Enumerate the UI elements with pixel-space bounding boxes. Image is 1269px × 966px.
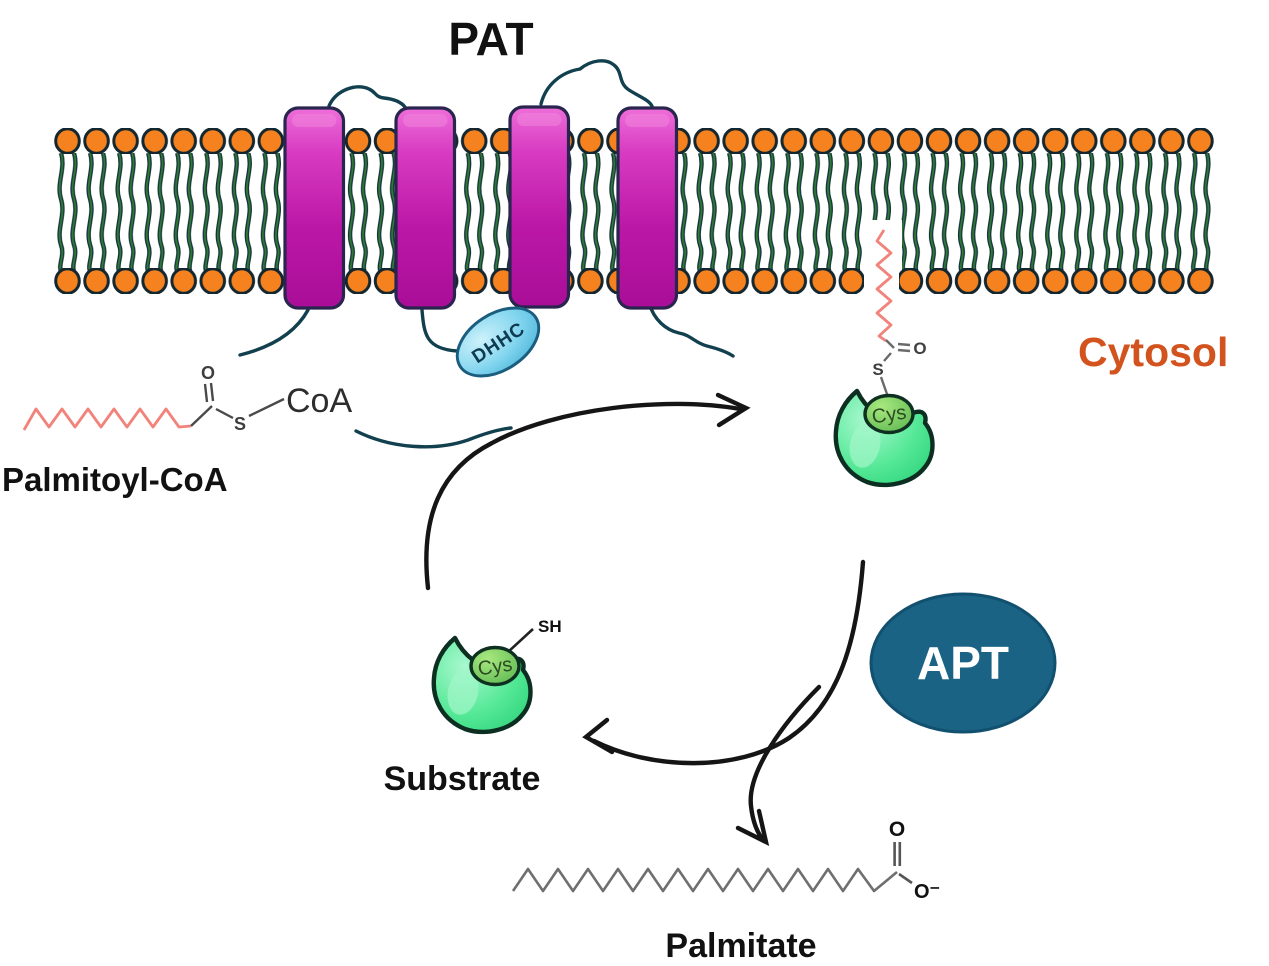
tm-helix-3 [508, 105, 571, 309]
pat-cytosolic-loop [354, 426, 513, 449]
palmitoylation-arrowhead [715, 392, 751, 428]
palmitoyl-coa-structure: O S CoA Palmitoyl-CoA [2, 363, 352, 498]
lipid-heads-inner-right [899, 268, 1215, 294]
tm-helix-2 [394, 106, 457, 310]
sh-bond [507, 628, 534, 653]
carboxylate-bonds [893, 842, 913, 885]
pcoa-oxygen-label: O [201, 363, 215, 383]
cys-residue-substrate [469, 645, 521, 687]
pat-n-terminal-tail [238, 308, 310, 357]
tm-helix-1 [283, 106, 346, 310]
palmitate-oxygen-label: O [889, 818, 905, 841]
thioester-bonds [190, 382, 285, 427]
palmitoylation-arrow [424, 401, 743, 591]
cytosol-label: Cytosol [1078, 329, 1228, 375]
cys-label-substrate: Cys [477, 654, 514, 681]
sh-label: SH [538, 617, 562, 636]
lipid-heads-inner-left [53, 268, 864, 294]
free-substrate: SH Cys Substrate [384, 617, 562, 798]
palmitate-name: Palmitate [665, 927, 816, 965]
pat-title: PAT [448, 13, 533, 65]
depalmitoylation-arrow [591, 559, 866, 766]
cys-label-acylated: Cys [871, 402, 908, 429]
membrane-acyl-chain [875, 229, 893, 343]
acylated-substrate: O S Cys [836, 339, 933, 485]
apt-enzyme: APT [869, 592, 1057, 734]
acyl-thioester-bonds [879, 339, 911, 398]
pat-dhhc-linker [420, 308, 459, 353]
palmitate-structure: O O⁻ Palmitate [511, 818, 940, 965]
pat-loop-2 [539, 59, 654, 108]
pcoa-sulfur-label: S [234, 414, 246, 434]
pat-c-terminal-tail [647, 301, 735, 358]
palmitoyl-coa-name: Palmitoyl-CoA [2, 461, 228, 498]
cycle-arrows [424, 392, 866, 847]
tm-helix-4 [616, 106, 679, 310]
palmitate-release-arrowhead [735, 808, 770, 847]
substrate-name: Substrate [384, 760, 541, 798]
palmitate-release-arrow [748, 684, 822, 844]
palmitoyl-acyl-chain [22, 407, 192, 431]
acyl-sulfur-label: S [872, 360, 883, 379]
acyl-oxygen-label: O [913, 339, 926, 358]
coa-label: CoA [286, 382, 352, 420]
dhhc-domain: DHHC [455, 306, 541, 378]
palmitate-chain [511, 867, 898, 893]
apt-label: APT [917, 637, 1009, 689]
pat-loop-1 [327, 85, 407, 109]
acylated-substrate-protein: Cys [836, 391, 933, 485]
substrate-protein: Cys [434, 638, 531, 732]
palmitate-o-minus-label: O⁻ [914, 881, 940, 903]
cys-residue-acylated [863, 393, 915, 435]
pat-protein-loops [238, 59, 735, 449]
depalmitoylation-arrowhead [582, 717, 615, 755]
